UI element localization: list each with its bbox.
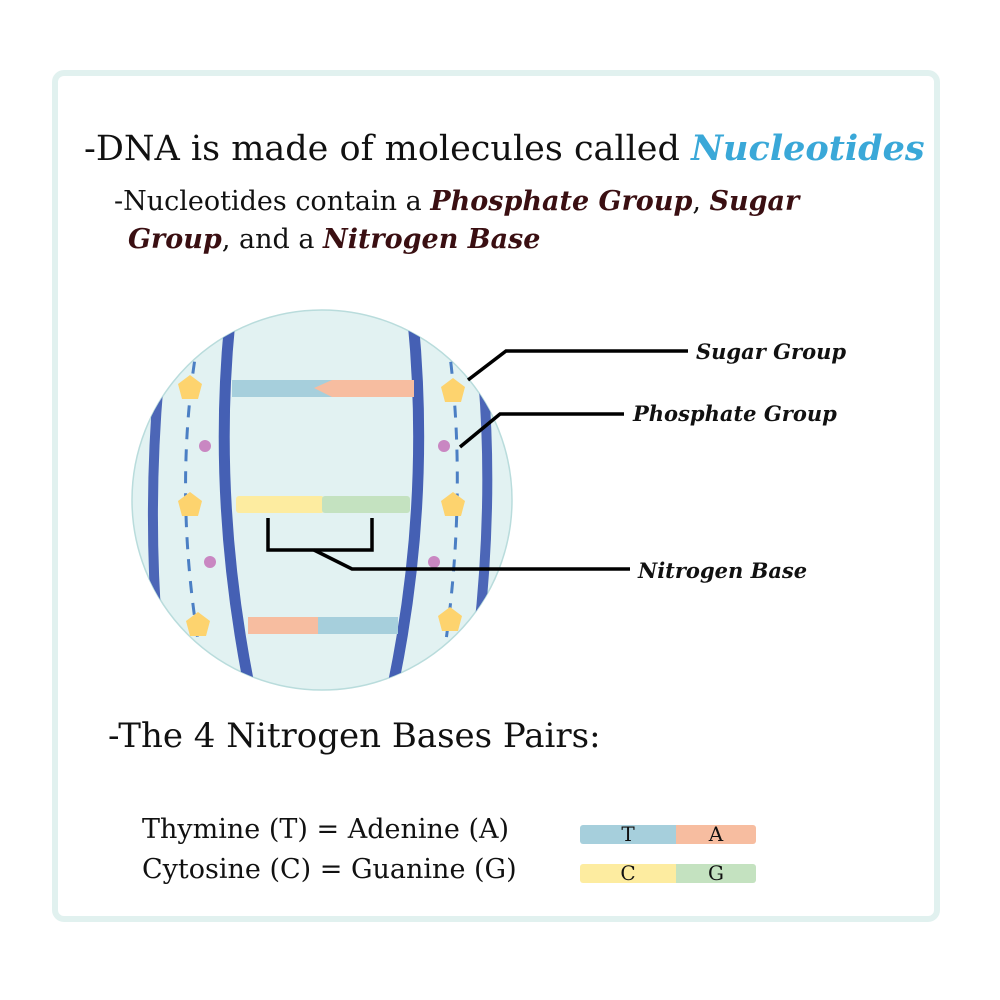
intro-subtext: -Nucleotides contain a Phosphate Group , …: [114, 183, 914, 259]
kw-nitrogen-base: Nitrogen Base: [323, 224, 541, 255]
phosphate-dot: [438, 440, 450, 452]
sugar-pentagon: [178, 492, 202, 516]
subtext-sep-2: , and a: [221, 224, 324, 255]
chip-cytosine: C: [580, 863, 676, 883]
phosphate-dot: [199, 440, 211, 452]
kw-sugar: Sugar: [709, 186, 800, 217]
sugar-pentagon: [441, 492, 465, 516]
label-nitrogen-base: Nitrogen Base: [637, 558, 807, 583]
rung-3-right: [318, 617, 398, 634]
rung-2-left: [236, 496, 324, 513]
chip-thymine: T: [580, 824, 676, 844]
subtext-sep-1: ,: [692, 186, 710, 217]
sugar-pentagon: [178, 375, 202, 399]
sugar-pentagon: [441, 378, 465, 402]
subtext-prefix: -Nucleotides contain a: [114, 186, 431, 217]
rung-3-left: [248, 617, 334, 634]
intro-heading-text: -DNA is made of molecules called: [84, 129, 692, 169]
phosphate-dot: [428, 556, 440, 568]
nucleotides-highlight: Nucleotides: [691, 128, 925, 169]
label-phosphate-group: Phosphate Group: [632, 401, 837, 426]
strand-left-inner: [218, 314, 256, 690]
nitrogen-bracket: [266, 518, 374, 552]
rung-2-right: [322, 496, 410, 513]
pair-text-thymine-adenine: Thymine (T) = Adenine (A): [142, 814, 510, 845]
pair-chip-cg: C G: [580, 863, 756, 883]
rung-1-right: [314, 380, 414, 397]
label-sugar-group: Sugar Group: [696, 339, 846, 364]
strand-right-inner: [386, 310, 425, 690]
kw-group: Group: [128, 224, 222, 255]
phosphate-leader-line: [458, 412, 624, 449]
sugar-leader-line: [466, 349, 688, 382]
sugar-pentagon: [186, 612, 210, 636]
nitrogen-leader-line: [313, 548, 630, 571]
intro-heading: -DNA is made of molecules called Nucleot…: [84, 128, 925, 169]
rung-1-left: [232, 380, 332, 397]
pair-text-cytosine-guanine: Cytosine (C) = Guanine (G): [142, 854, 517, 885]
pair-chip-ta: T A: [580, 824, 756, 844]
sugar-pentagon: [438, 607, 462, 631]
chip-adenine: A: [676, 824, 756, 844]
kw-phosphate-group: Phosphate Group: [430, 186, 693, 217]
bases-title: -The 4 Nitrogen Bases Pairs:: [108, 716, 601, 756]
phosphate-dot: [204, 556, 216, 568]
chip-guanine: G: [676, 863, 756, 883]
